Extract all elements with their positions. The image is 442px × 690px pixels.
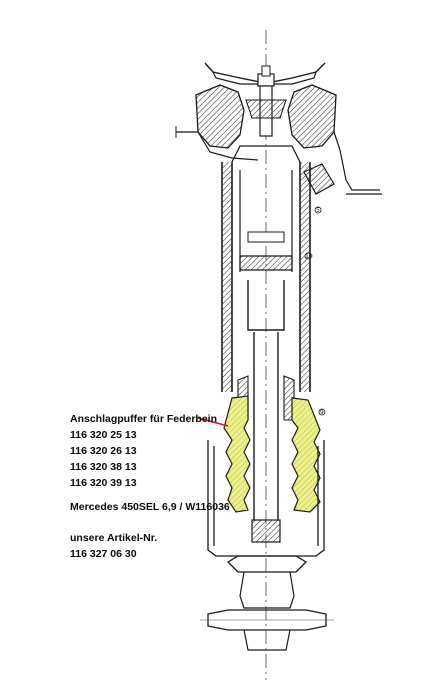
left-rubber-mount — [175, 84, 259, 161]
part-number-1: 116 320 25 13 — [70, 429, 137, 441]
part-number-3: 116 320 38 13 — [70, 461, 137, 473]
callout-9: 9 — [320, 409, 324, 416]
top-mount — [204, 62, 326, 87]
article-number: 116 327 06 30 — [70, 548, 137, 560]
right-rubber-mount — [287, 84, 382, 195]
bump-stop-left[interactable] — [223, 395, 251, 513]
part-number-2: 116 320 26 13 — [70, 445, 137, 457]
vehicle-label: Mercedes 450SEL 6,9 / W116036 — [70, 501, 230, 513]
bottom-mount — [200, 519, 334, 651]
inner-sleeve — [239, 170, 312, 520]
damper-rod-top — [231, 85, 301, 163]
pointer-line — [197, 417, 229, 427]
bump-stop-right[interactable] — [291, 397, 321, 513]
side-fitting — [303, 163, 335, 214]
part-number-4: 116 320 39 13 — [70, 477, 137, 489]
callout-5: 5 — [316, 207, 320, 214]
callout-10: 10 — [305, 253, 313, 260]
annotation-title: Anschlagpuffer für Federbein — [70, 413, 218, 425]
upper-housing — [221, 162, 311, 392]
article-label: unsere Artikel-Nr. — [70, 532, 158, 544]
